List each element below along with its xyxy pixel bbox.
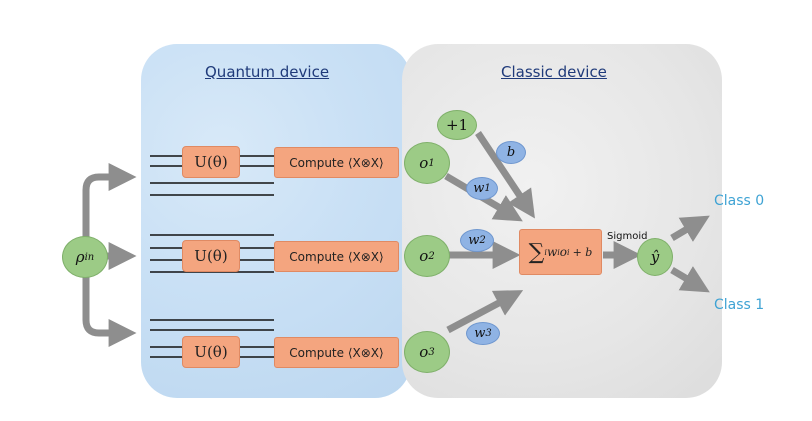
sigmoid-label: Sigmoid [607,231,648,242]
weight-b: b [496,141,526,164]
unitary-gate-1: U(θ) [182,146,240,178]
classical-arrows [444,131,710,334]
compute-expectation-3: Compute ⟨X⊗X⟩ [274,337,399,368]
class-1-label: Class 1 [714,297,765,313]
bias-node: +1 [437,110,477,140]
qubit-wires-1 [150,155,274,196]
compute-expectation-2: Compute ⟨X⊗X⟩ [274,241,399,272]
compute-expectation-1: Compute ⟨X⊗X⟩ [274,147,399,178]
unitary-gate-2: U(θ) [182,240,240,272]
quantum-device-title: Quantum device [205,63,330,81]
classic-device-panel [402,44,722,398]
class-0-label: Class 0 [714,193,765,209]
prediction-node: ŷ [637,238,673,276]
qubit-wires-2 [150,234,274,273]
qubit-wires-3 [150,319,274,358]
unitary-gate-3: U(θ) [182,336,240,368]
input-arrows [82,163,137,347]
classic-device-title: Classic device [501,63,607,81]
